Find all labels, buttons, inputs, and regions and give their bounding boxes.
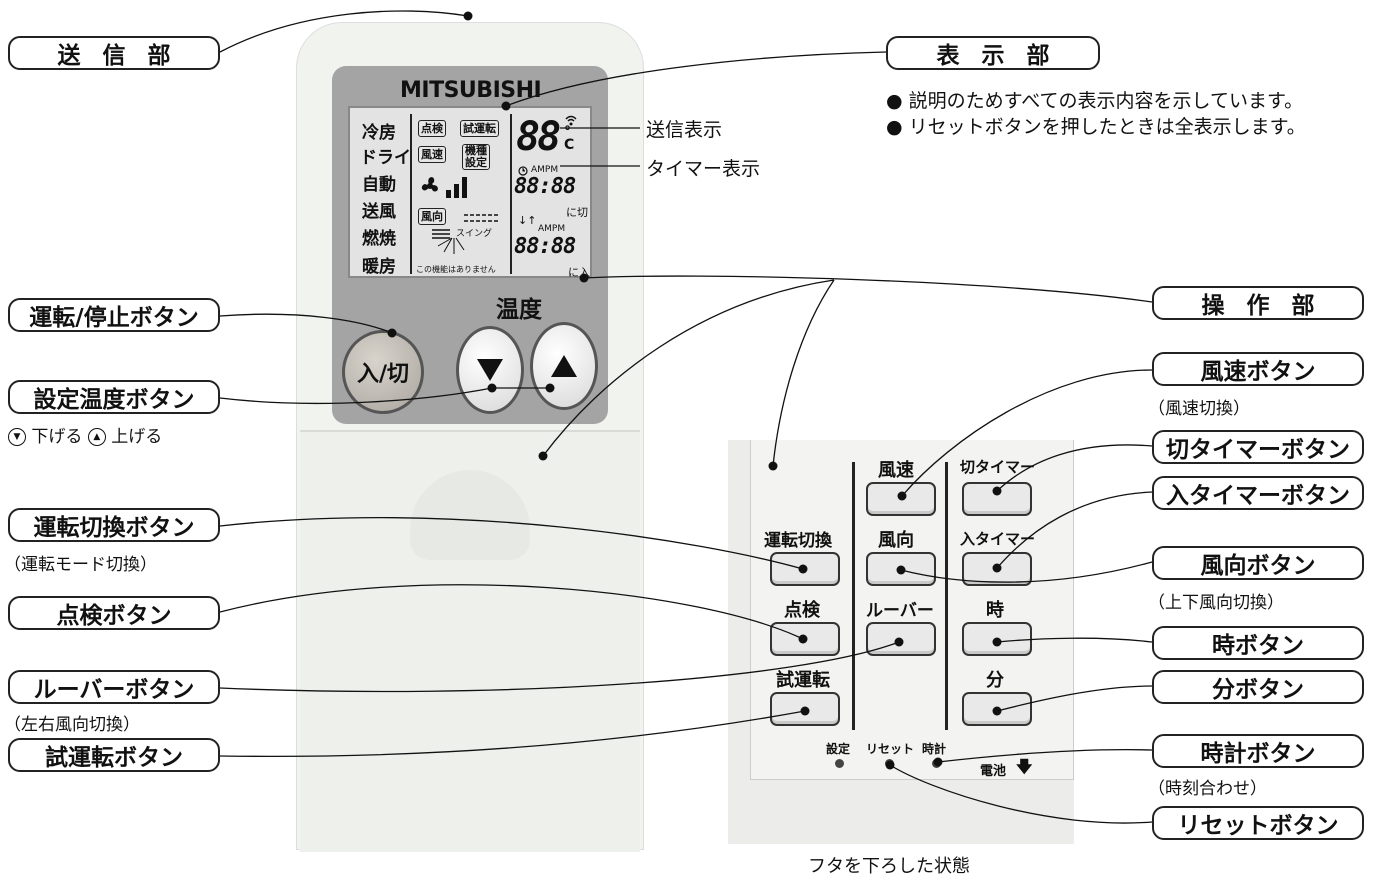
triangle-up-icon (551, 355, 577, 377)
circle-up-icon: ▲ (87, 428, 106, 446)
callout-louver-button: ルーバーボタン (8, 670, 220, 704)
callout-operation: 操作部 (1152, 286, 1364, 320)
panel-louver-label: ルーバー (866, 601, 934, 621)
power-button-label: 入/切 (356, 362, 410, 387)
temp-up-button[interactable] (530, 322, 598, 410)
panel-battery-label: 電池 (980, 764, 1007, 779)
lcd-no-function-label: この機能はありません (416, 265, 496, 274)
display-note-1: ● 説明のためすべての表示内容を示しています。 (886, 90, 1304, 112)
setting-pinhole[interactable] (835, 759, 844, 768)
lcd-trial-label: 試運転 (460, 120, 499, 137)
callout-hour-button: 時ボタン (1152, 626, 1364, 660)
circle-down-icon: ▼ (8, 428, 26, 446)
louver-button[interactable] (866, 622, 936, 656)
set-temp-down-text: 下げる (31, 427, 83, 447)
display-note-2: ● リセットボタンを押したときは全表示します。 (886, 116, 1306, 138)
lcd-ampm-1: AMPM (531, 165, 559, 175)
check-button[interactable] (770, 622, 840, 656)
mode-auto: 自動 (362, 175, 396, 195)
lcd-temperature-digits: 88 (516, 114, 561, 160)
fan-icon (421, 177, 467, 198)
callout-on-timer-button: 入タイマーボタン (1152, 476, 1364, 510)
lcd-check-label: 点検 (418, 120, 446, 137)
callout-direction-button: 風向ボタン (1152, 546, 1364, 580)
callout-power-button: 運転/停止ボタン (8, 298, 220, 332)
mode-burn: 燃焼 (362, 229, 396, 249)
panel-off-timer-label: 切タイマー (960, 458, 1036, 476)
louver-subtext: （左右風向切換） (4, 715, 140, 735)
remote-cover-groove (410, 470, 530, 560)
panel-mode-label: 運転切換 (764, 531, 832, 551)
set-temp-subtext: ▼ 下げる ▲ 上げる (8, 422, 162, 447)
mode-subtext: （運転モード切換） (4, 555, 157, 575)
callout-reset-button: リセットボタン (1152, 806, 1364, 840)
panel-divider-1 (852, 462, 855, 730)
mode-fan: 送風 (362, 202, 396, 222)
callout-trial-button: 試運転ボタン (8, 738, 220, 772)
callout-set-temp-button: 設定温度ボタン (8, 380, 220, 414)
panel-trial-label: 試運転 (776, 670, 830, 691)
transmit-indicator-note: 送信表示 (646, 119, 723, 141)
lcd-off-timer-digits: 88:88 (514, 174, 576, 199)
lcd-model-label: 機種 設定 (462, 144, 490, 170)
lcd-divider-right (510, 114, 512, 274)
lcd-direction-label: 風向 (418, 208, 446, 225)
power-button[interactable]: 入/切 (342, 330, 424, 414)
panel-divider-2 (945, 462, 948, 730)
panel-on-timer-label: 入タイマー (960, 530, 1036, 548)
panel-clock-label: 時計 (922, 742, 947, 756)
lcd-unit: °C (564, 124, 575, 153)
lcd-off-label: に切 (566, 206, 588, 219)
panel-check-label: 点検 (784, 600, 820, 621)
swing-icon (432, 229, 465, 254)
display-note-2-text: リセットボタンを押したときは全表示します。 (908, 116, 1306, 138)
panel-minute-label: 分 (986, 670, 1004, 691)
lcd-updown-arrows: ↓↑ (518, 214, 537, 227)
mode-cool: 冷房 (362, 123, 396, 143)
panel-reset-label: リセット (866, 742, 915, 756)
transmit-signal-icon (565, 115, 577, 126)
temp-down-button[interactable] (456, 326, 524, 414)
set-temp-up-text: 上げる (111, 427, 163, 447)
panel-direction-label: 風向 (878, 530, 914, 551)
callout-check-button: 点検ボタン (8, 596, 220, 630)
callout-mode-button: 運転切換ボタン (8, 508, 220, 542)
direction-subtext: （上下風向切換） (1148, 593, 1284, 613)
lcd-ampm-2: AMPM (538, 224, 566, 234)
lcd-swing-label: スイング (456, 229, 493, 239)
clock-icon (518, 166, 528, 176)
clock-subtext: （時刻合わせ） (1148, 779, 1267, 799)
callout-off-timer-button: 切タイマーボタン (1152, 430, 1364, 464)
mode-heat: 暖房 (362, 257, 396, 277)
temperature-label: 温度 (496, 297, 542, 323)
panel-caption: フタを下ろした状態 (808, 856, 970, 877)
lcd-fan-speed-label: 風速 (418, 146, 446, 163)
callout-transmitter: 送信部 (8, 36, 220, 70)
panel-setting-label: 設定 (826, 742, 851, 756)
lcd-divider-left (410, 114, 412, 274)
panel-hour-label: 時 (986, 600, 1004, 621)
fan-speed-subtext: （風速切換） (1148, 399, 1250, 419)
lcd-on-timer-digits: 88:88 (514, 234, 576, 259)
brand-logo: MITSUBISHI (400, 78, 542, 103)
off-timer-button[interactable] (962, 482, 1032, 516)
callout-minute-button: 分ボタン (1152, 670, 1364, 704)
callout-fan-speed-button: 風速ボタン (1152, 352, 1364, 386)
display-note-1-text: 説明のためすべての表示内容を示しています。 (908, 90, 1304, 112)
timer-indicator-note: タイマー表示 (646, 158, 761, 180)
callout-clock-button: 時計ボタン (1152, 734, 1364, 768)
arrow-down-icon: 🡇 (1016, 757, 1033, 776)
panel-fan-speed-label: 風速 (878, 460, 914, 481)
on-timer-button[interactable] (962, 552, 1032, 586)
mode-dry: ドライ (360, 148, 411, 168)
triangle-down-icon (477, 359, 503, 381)
callout-display: 表示部 (886, 36, 1100, 70)
